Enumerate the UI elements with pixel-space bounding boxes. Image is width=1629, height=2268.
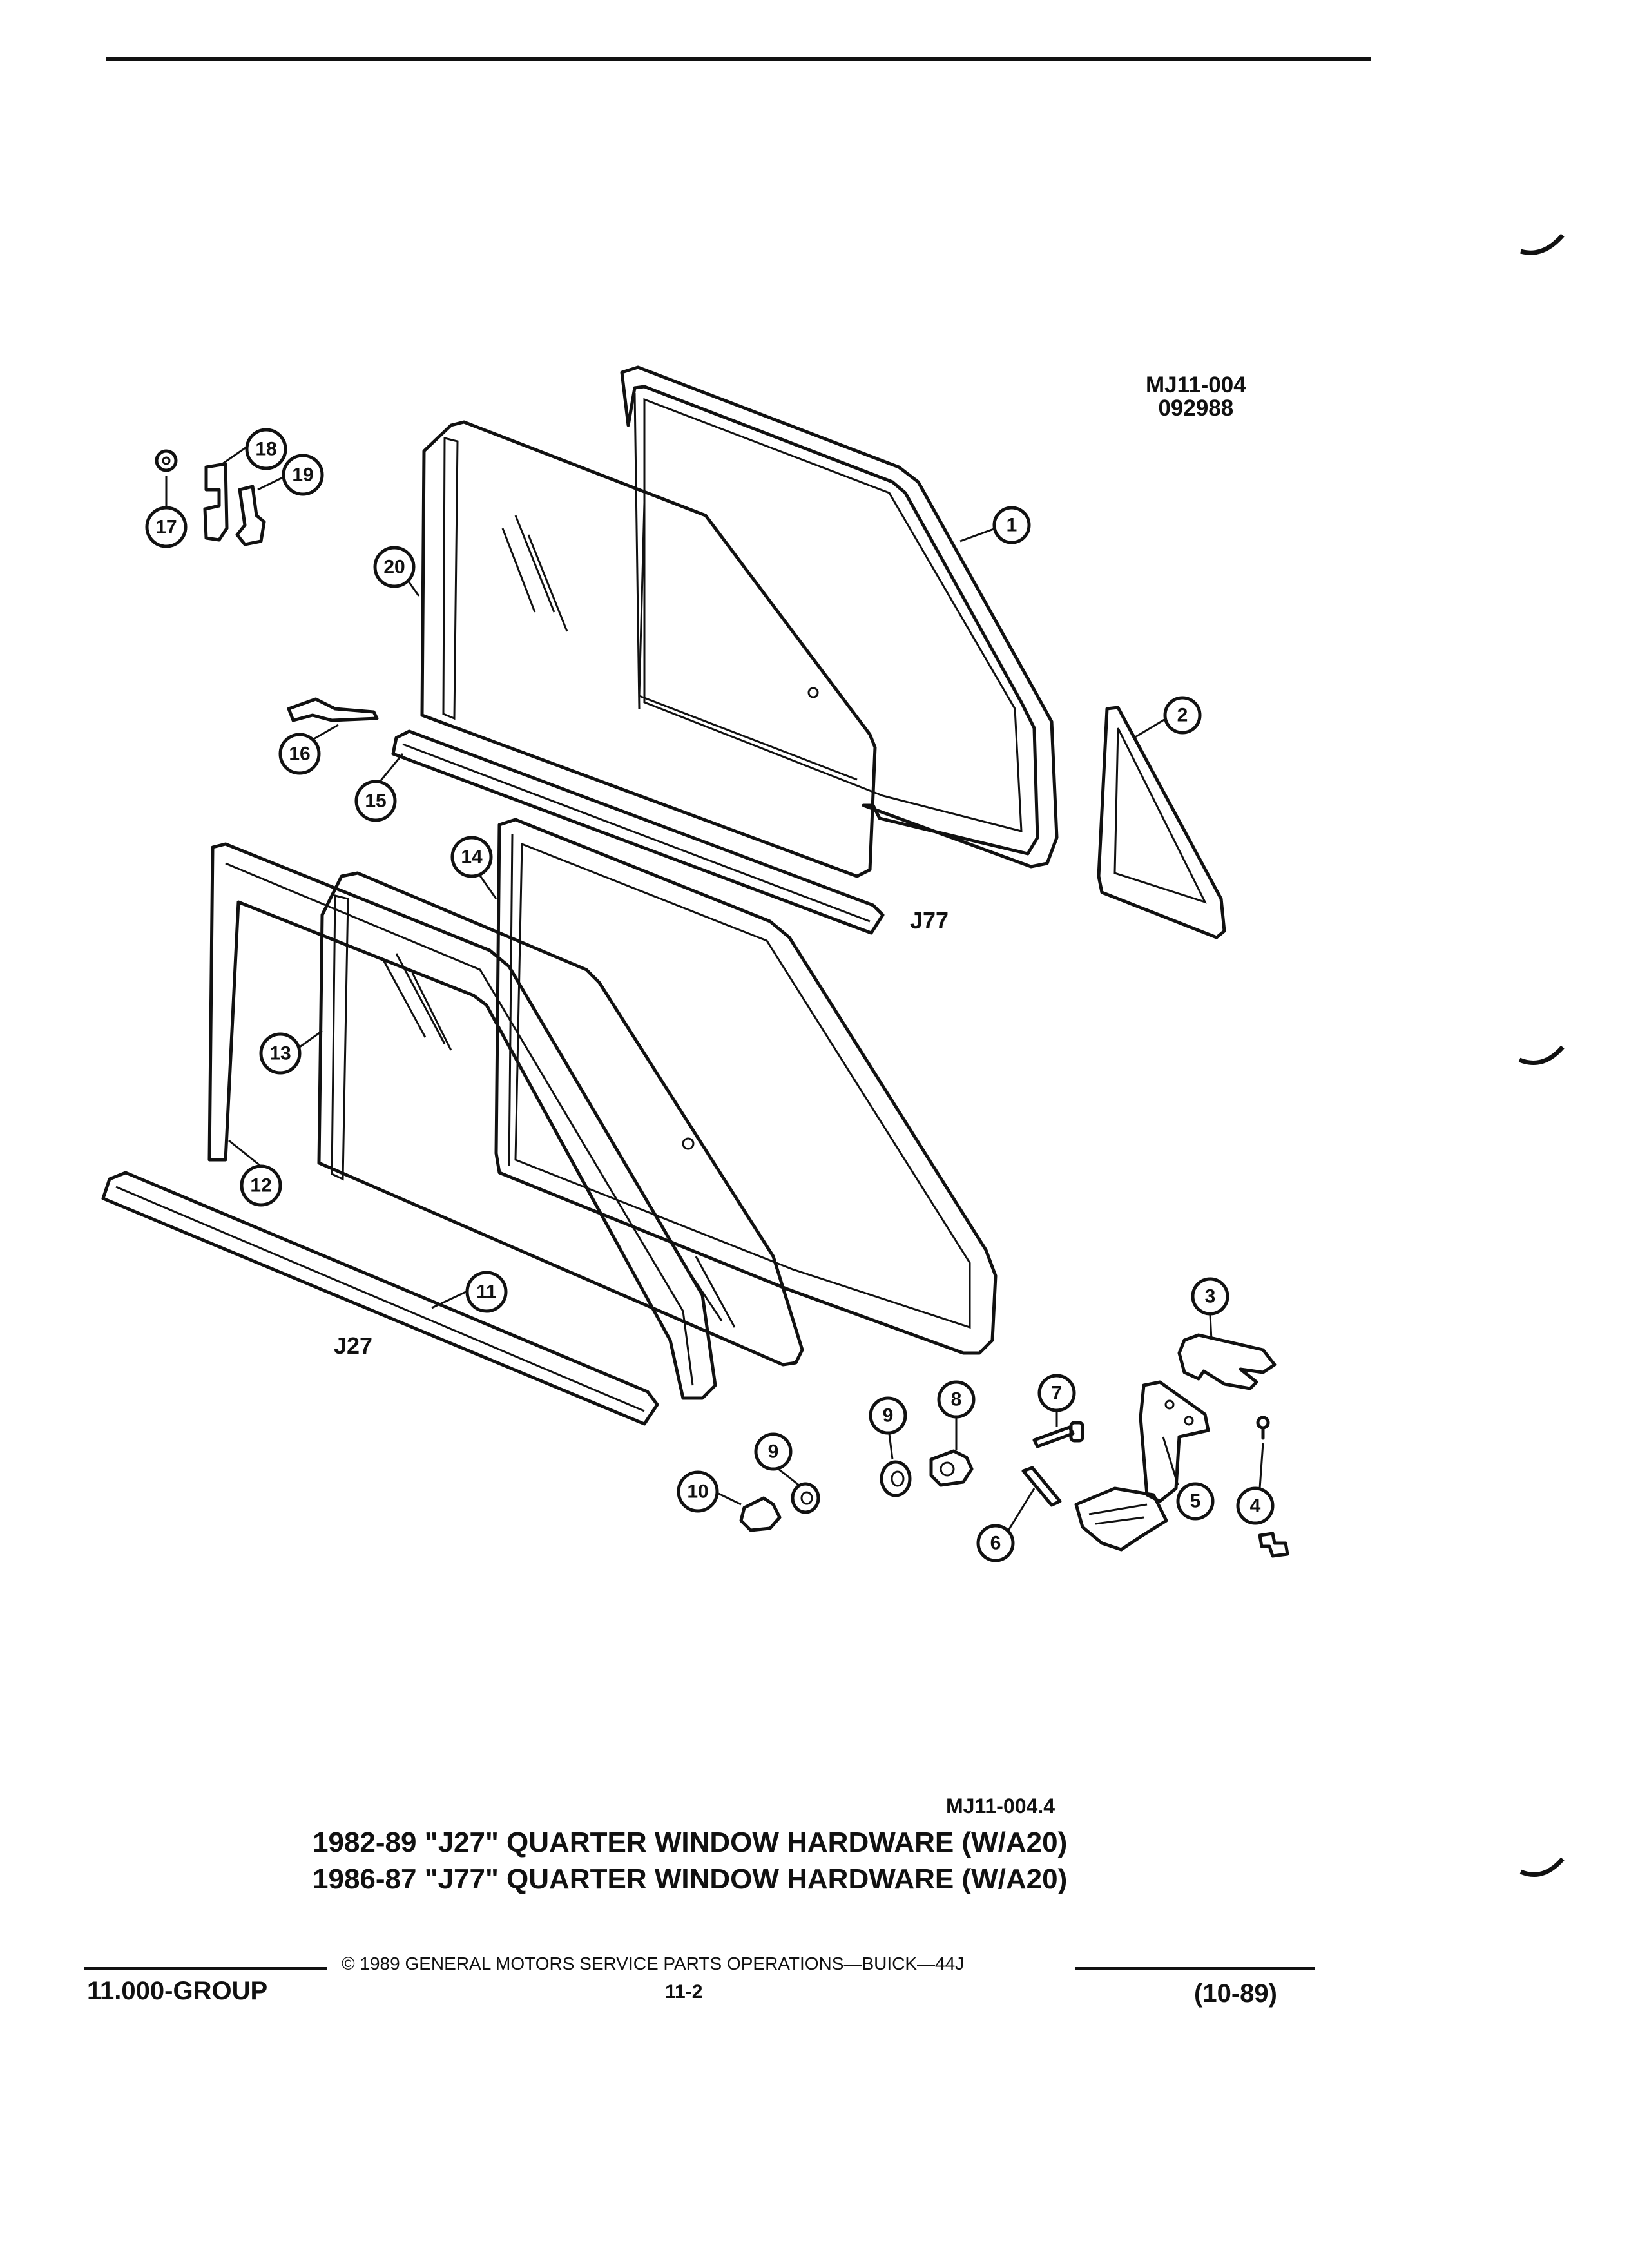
svg-text:8: 8 (951, 1389, 962, 1410)
callout-9: 9 (754, 1432, 793, 1471)
drawing-reference-line2: 092988 (1158, 396, 1234, 421)
svg-text:15: 15 (365, 791, 386, 812)
svg-text:4: 4 (1250, 1495, 1261, 1517)
part-11-belt-strip (101, 1171, 659, 1426)
part-20-glass (420, 420, 877, 878)
part-9-grommet (880, 1460, 912, 1497)
svg-text:13: 13 (269, 1043, 291, 1064)
part-15-belt-strip (391, 729, 885, 935)
callout-17: 17 (145, 506, 188, 548)
callout-19: 19 (282, 454, 324, 496)
callout-10: 10 (677, 1470, 719, 1513)
part-18-bracket (203, 462, 229, 542)
callout-15: 15 (354, 780, 397, 822)
callout-8: 8 (937, 1380, 976, 1419)
callout-5: 5 (1176, 1482, 1215, 1521)
fastener (1258, 1532, 1289, 1558)
callout-3: 3 (1191, 1277, 1229, 1316)
svg-text:12: 12 (250, 1175, 271, 1196)
svg-text:5: 5 (1190, 1491, 1201, 1512)
part-9-grommet (791, 1482, 820, 1514)
part-1-weatherstrip (620, 365, 1059, 869)
svg-text:18: 18 (255, 439, 276, 460)
svg-text:17: 17 (155, 517, 177, 538)
part-2-vent-glass (1097, 706, 1226, 939)
part-6-pin (1021, 1466, 1062, 1507)
figure-id: MJ11-004.4 (946, 1794, 1055, 1818)
model-label-j77: J77 (910, 907, 949, 934)
callout-11: 11 (465, 1271, 508, 1313)
callout-1: 1 (992, 506, 1031, 544)
svg-text:2: 2 (1177, 705, 1188, 726)
svg-text:11: 11 (476, 1282, 497, 1303)
drawing-reference-code: MJ11-004 092988 (1146, 374, 1246, 420)
svg-text:7: 7 (1052, 1383, 1063, 1404)
part-7-bolt (1032, 1421, 1084, 1448)
leader-lines (165, 443, 1264, 1531)
svg-text:19: 19 (292, 465, 313, 486)
page-number: 11-2 (665, 1981, 703, 2003)
svg-text:1: 1 (1007, 515, 1017, 536)
callout-18: 18 (245, 428, 287, 470)
figure-title-line2: 1986-87 "J77" QUARTER WINDOW HARDWARE (W… (313, 1863, 1068, 1895)
part-17-nut (155, 449, 178, 472)
part-8-bumper (929, 1449, 974, 1487)
copyright-notice: © 1989 GENERAL MOTORS SERVICE PARTS OPER… (342, 1954, 965, 1974)
drawing-reference-line1: MJ11-004 (1146, 372, 1246, 398)
callout-20: 20 (373, 546, 416, 588)
callout-16: 16 (278, 733, 321, 775)
callout-7: 7 (1037, 1374, 1076, 1412)
svg-text:20: 20 (383, 557, 405, 578)
callout-4: 4 (1236, 1486, 1275, 1525)
svg-text:10: 10 (687, 1481, 708, 1503)
part-3-plate (1177, 1333, 1277, 1390)
svg-text:9: 9 (768, 1441, 779, 1463)
binder-mark (1519, 1857, 1565, 1877)
binder-mark (1520, 233, 1565, 255)
callout-9: 9 (869, 1396, 907, 1435)
part-10-bumper (739, 1496, 782, 1532)
figure-title-line1: 1982-89 "J27" QUARTER WINDOW HARDWARE (W… (313, 1827, 1068, 1858)
part-13-glass (317, 871, 804, 1367)
callout-6: 6 (976, 1524, 1015, 1562)
svg-text:16: 16 (289, 744, 310, 765)
part-16-clip (287, 697, 379, 722)
group-number: 11.000-GROUP (87, 1977, 268, 2005)
part-19-clip (235, 485, 266, 546)
part-4-screw (1256, 1416, 1270, 1440)
revision-date: (10-89) (1194, 1979, 1277, 2008)
svg-text:3: 3 (1205, 1286, 1216, 1307)
callout-13: 13 (259, 1032, 302, 1075)
svg-text:9: 9 (883, 1405, 894, 1427)
callout-14: 14 (450, 836, 493, 878)
part-5-hinge (1074, 1380, 1210, 1552)
part-14-weatherstrip (494, 818, 998, 1355)
svg-text:6: 6 (990, 1533, 1001, 1554)
svg-text:14: 14 (461, 847, 483, 868)
model-label-j27: J27 (334, 1332, 373, 1359)
callout-12: 12 (240, 1164, 282, 1207)
part-12-frame-channel (207, 842, 717, 1400)
callout-2: 2 (1163, 696, 1202, 735)
binder-mark (1518, 1045, 1565, 1065)
